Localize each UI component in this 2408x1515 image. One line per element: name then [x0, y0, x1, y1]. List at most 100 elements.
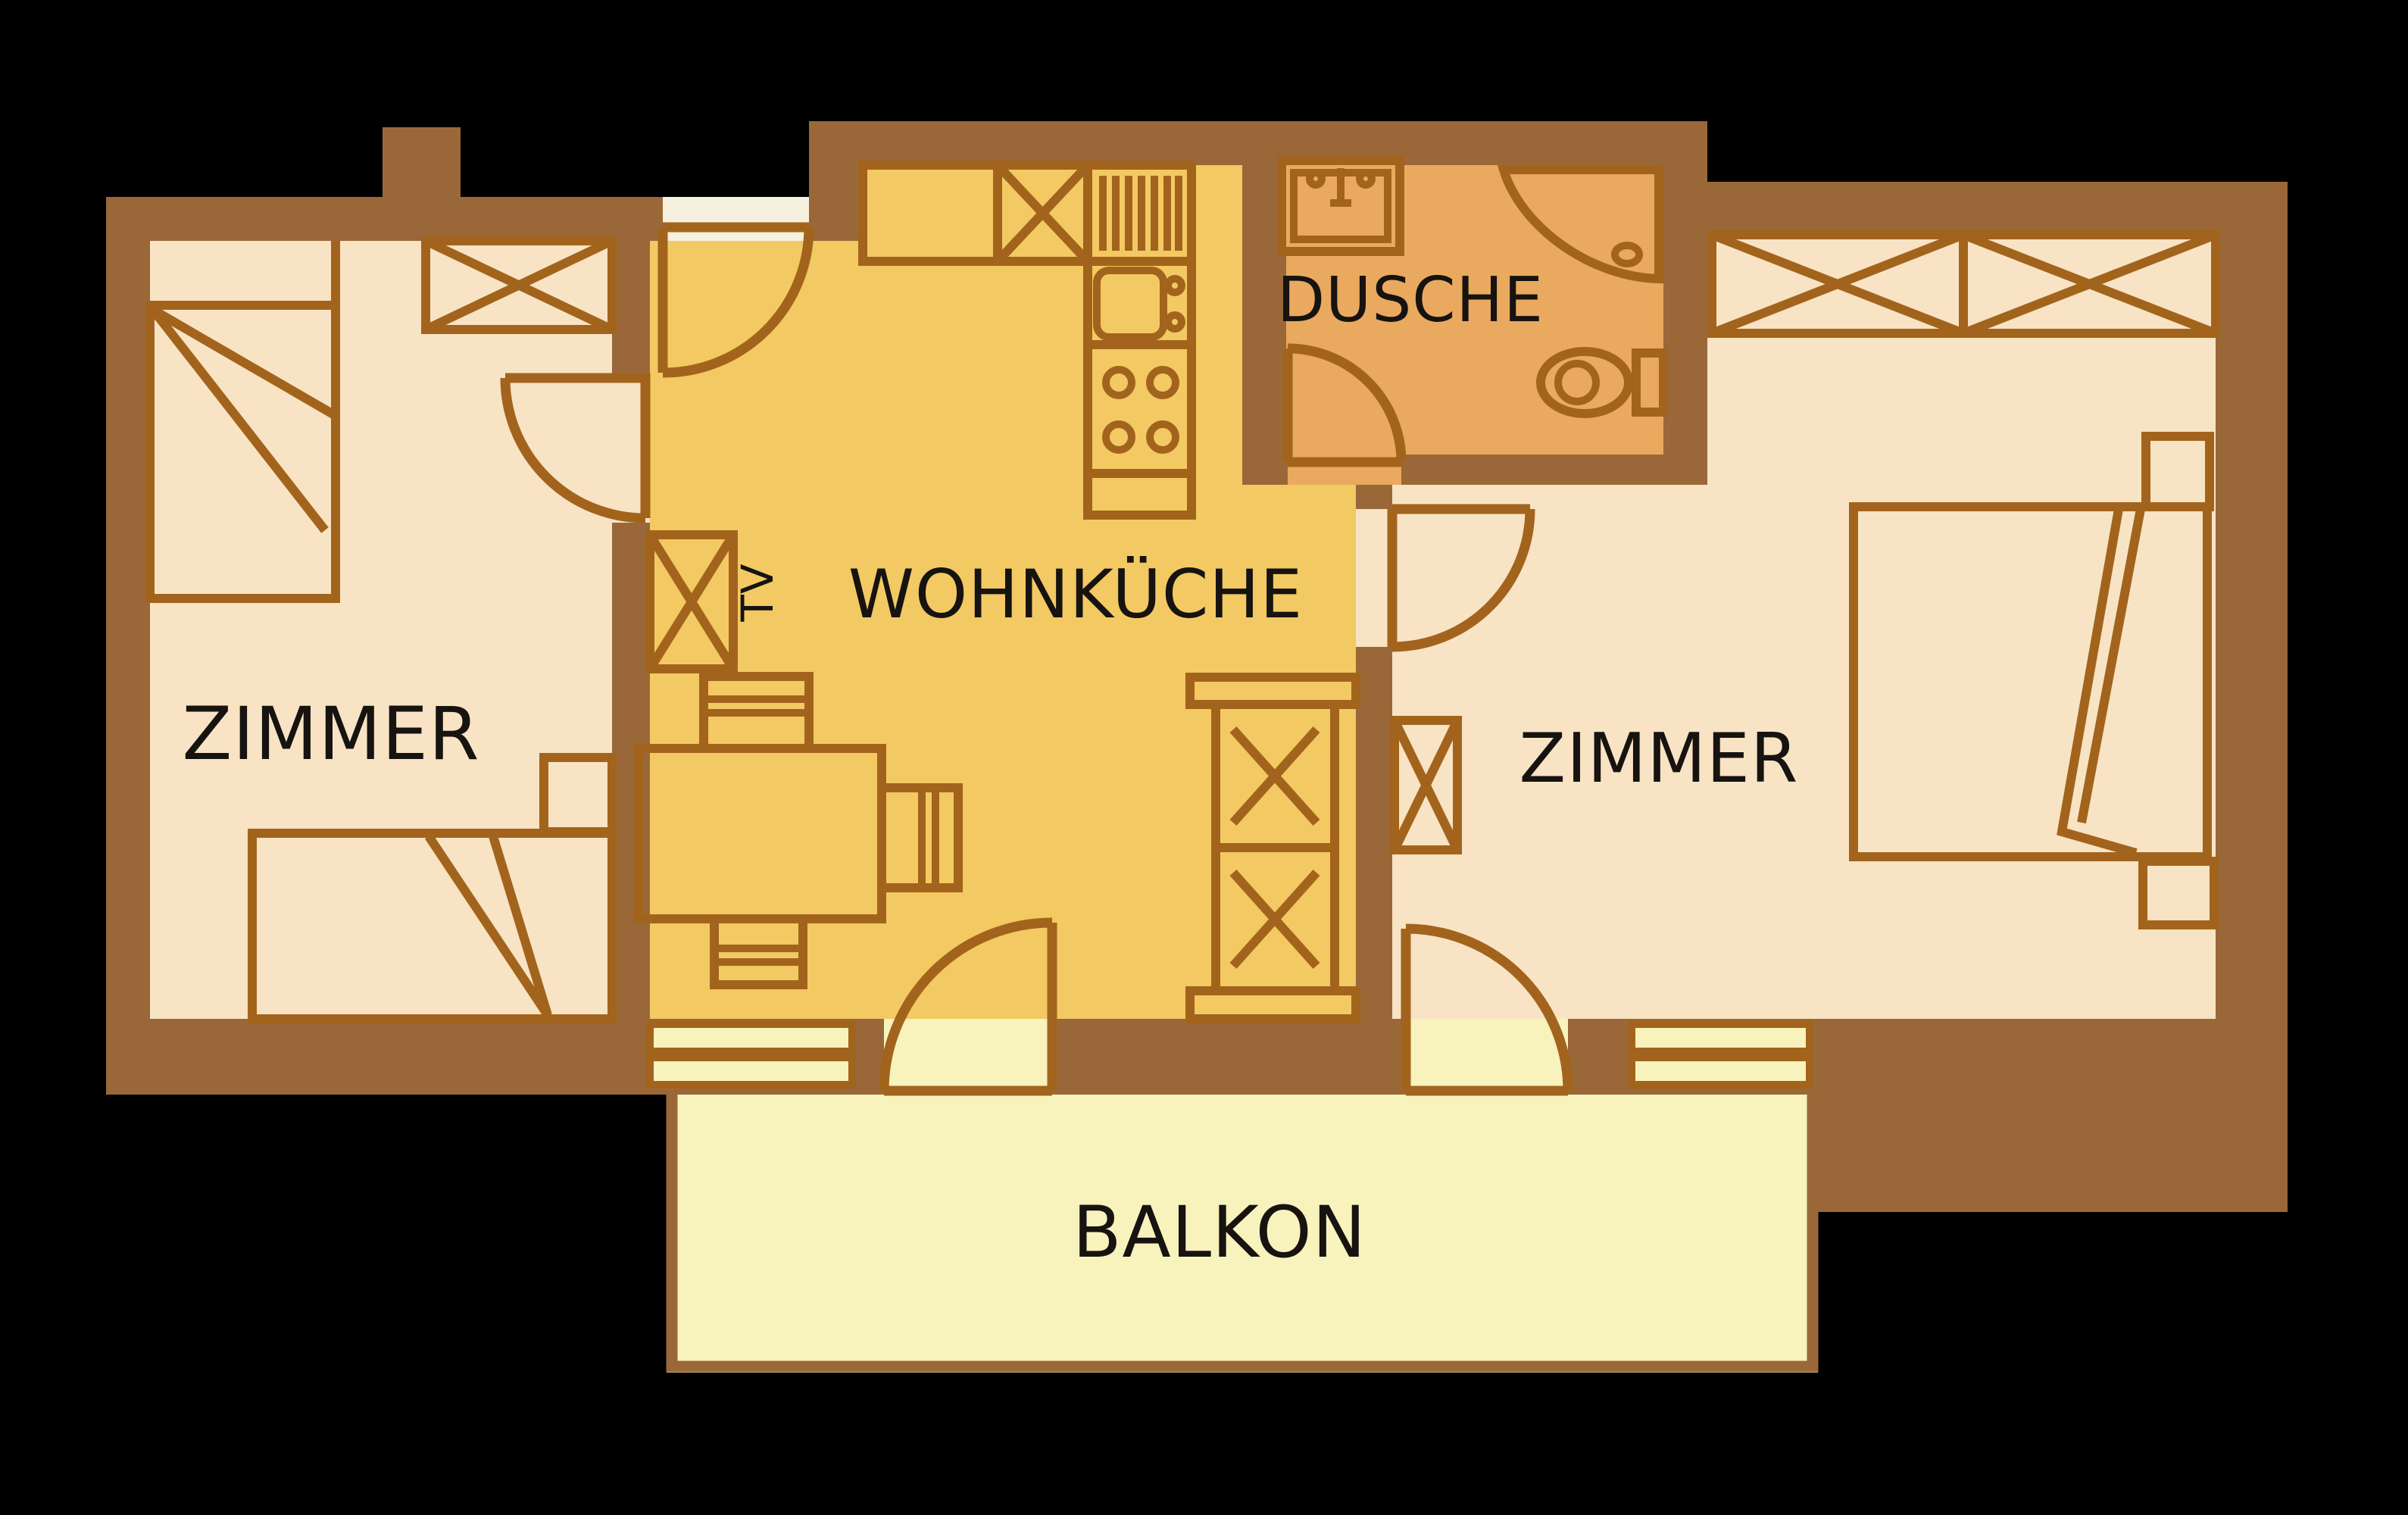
wardrobe-outline [421, 236, 617, 334]
window-pane [646, 1054, 856, 1089]
doors [500, 222, 1573, 1096]
fixtures-dusche [1277, 156, 1668, 418]
toilet-icon [1536, 347, 1668, 418]
furniture-wohnkueche [634, 161, 1360, 1023]
chair-icon [699, 672, 814, 753]
drainer-slats [1099, 176, 1182, 251]
stove-burner [1146, 420, 1179, 454]
wall-bottom-southeast-block [1818, 1019, 2288, 1212]
bed-outline [145, 301, 340, 603]
balcony-structure [646, 1020, 1819, 1373]
chair-outline [877, 783, 963, 892]
wall-top-left [106, 197, 663, 241]
dish-drainer-icon [1083, 161, 1196, 266]
wall-entry-pier [809, 121, 860, 241]
wardrobe-outline [1390, 716, 1462, 854]
toilet-tank [1632, 348, 1668, 417]
bed-blanket-fold [425, 833, 552, 1018]
door-zimmer-right-icon [1387, 504, 1535, 652]
nightstand-icon [2141, 432, 2214, 511]
chimney-stub [383, 127, 461, 197]
wardrobe-icon [1390, 716, 1462, 854]
walls [106, 121, 2288, 1212]
sink-bowl [1093, 267, 1167, 341]
toilet-bowl-inner [1554, 360, 1600, 405]
bed-outline [1849, 502, 2212, 861]
room-label-balkon: BALKON [1073, 1192, 1366, 1274]
sideboard-bottom-lip [1185, 986, 1360, 1023]
zimmer-right-window-icon [1628, 1020, 1813, 1089]
floor-zimmer-right-main [1707, 230, 2216, 1019]
wall-west [106, 197, 150, 1095]
floor-wohnkueche-main [650, 241, 1356, 1019]
sideboard-icon [1185, 673, 1360, 1023]
wall-dusche-south-left [1242, 454, 1288, 485]
cabinet-x [994, 161, 1092, 265]
wall-zimmer-left-kitchen-upper [612, 197, 650, 375]
room-label-zimmer-right: ZIMMER [1519, 719, 1799, 798]
shower-tray [1497, 165, 1663, 284]
wall-dusche-south-right [1401, 454, 1707, 485]
wardrobe-x [1710, 230, 2218, 338]
wardrobe-x [423, 236, 614, 334]
bed-icon [145, 241, 340, 603]
wardrobe-icon [421, 236, 617, 334]
stove-burner [1102, 366, 1135, 399]
nightstand-icon [2138, 857, 2219, 929]
balcony-railing [666, 1095, 1819, 1373]
washbasin-tap [1306, 169, 1326, 189]
bed-icon [1849, 502, 2212, 861]
chair-backrest [708, 695, 804, 717]
door-kitchen-balcony-icon [879, 917, 1057, 1096]
chair-outline [699, 672, 814, 753]
sideboard-x-marks [1216, 726, 1335, 969]
tv-cabinet-outline [645, 530, 738, 673]
window-pane [646, 1020, 856, 1055]
door-zimmer-right-balcony-icon [1401, 923, 1573, 1096]
bed-icon [248, 829, 617, 1023]
wardrobe-icon [1707, 230, 2220, 338]
chair-icon [710, 914, 807, 989]
tv-cabinet-x [645, 532, 738, 672]
furniture-zimmer-left [145, 236, 617, 1023]
kitchen-counter-end-icon [1083, 469, 1196, 520]
wall-bottom-b [1052, 1019, 1406, 1095]
room-labels: ZIMMER WOHNKÜCHE DUSCHE ZIMMER BALKON TV [182, 264, 1799, 1274]
washbasin-outline [1277, 156, 1404, 256]
washbasin-tap [1356, 169, 1376, 189]
bed-blanket-fold [149, 241, 340, 533]
room-label-zimmer-left: ZIMMER [182, 692, 479, 776]
chair-backrest [918, 792, 939, 883]
window-pane [1628, 1054, 1813, 1089]
zimmer-right-balcony-doorway-gap [1406, 1019, 1568, 1095]
washbasin-faucet [1330, 168, 1351, 207]
label-tv: TV [732, 563, 783, 622]
chair-backrest [719, 945, 798, 966]
door-entry-icon [657, 222, 814, 378]
corner-shower-icon [1497, 165, 1663, 284]
bed-blanket-fold [2057, 508, 2145, 857]
wall-zimmer-left-kitchen-lower [612, 523, 650, 1095]
washbasin-icon [1277, 156, 1404, 256]
shower-drain [1611, 242, 1643, 267]
floor-dusche [1286, 165, 1663, 454]
wall-top-right [1663, 182, 2288, 230]
furniture-zimmer-right [1390, 230, 2220, 929]
floor-zimmer-left [150, 241, 612, 1019]
room-label-wohnkueche: WOHNKÜCHE [848, 555, 1303, 633]
chair-outline [710, 914, 807, 989]
kitchen-balcony-doorway-gap [884, 1019, 1052, 1095]
bed-outline [248, 829, 617, 1023]
chair-icon [877, 783, 963, 892]
room-label-dusche: DUSCHE [1277, 264, 1544, 336]
stove-burner [1102, 420, 1135, 454]
door-zimmer-left-icon [500, 373, 651, 523]
wardrobe-x [1390, 718, 1462, 852]
kitchen-window-icon [646, 1020, 856, 1089]
nightstand-icon [539, 753, 617, 836]
floor-balkon [667, 1095, 1818, 1373]
sink-tap [1164, 311, 1185, 333]
wall-dusche-east [1663, 121, 1707, 485]
window-pane [1628, 1020, 1813, 1055]
